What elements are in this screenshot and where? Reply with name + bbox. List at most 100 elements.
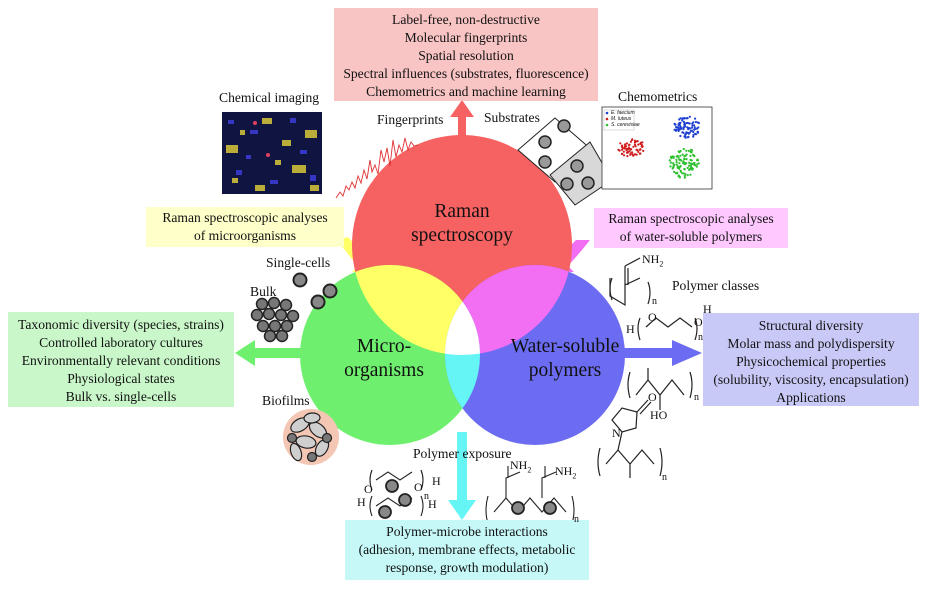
scatter-dot — [678, 122, 681, 125]
scatter-dot — [676, 154, 679, 158]
scatter-dot — [679, 126, 682, 130]
scatter-dot — [673, 128, 676, 131]
scatter-dot — [690, 159, 693, 162]
raman-feature-3: Spatial resolution — [418, 48, 514, 63]
polymer-feature-3: Physicochemical properties — [736, 354, 886, 369]
micro-feature-5: Bulk vs. single-cells — [65, 389, 177, 404]
scatter-dot — [690, 164, 693, 167]
polymer-feature-4: (solubility, viscosity, encapsulation) — [713, 372, 909, 387]
scatter-dot — [678, 128, 681, 131]
scatter-dot — [637, 150, 640, 153]
pva-n: n — [694, 392, 699, 403]
scatter-points — [617, 115, 701, 179]
polymer-feature-1: Structural diversity — [758, 318, 864, 333]
chemical-imaging-image — [222, 112, 322, 194]
fingerprints-label: Fingerprints — [377, 112, 444, 127]
scatter-dot — [687, 164, 691, 167]
scatter-dot — [685, 158, 688, 161]
peg-n: n — [698, 332, 703, 343]
raman-micro-box: Raman spectroscopic analyses of microorg… — [146, 207, 344, 247]
scatter-dot — [675, 126, 678, 129]
scatter-dot — [673, 170, 676, 173]
interaction-feature-1: Polymer-microbe interactions — [386, 524, 548, 539]
scatter-dot — [692, 130, 695, 134]
scatter-dot — [683, 168, 686, 171]
exposure-h-1: H — [432, 474, 441, 488]
interaction-feature-3: response, growth modulation) — [385, 560, 549, 575]
scatter-dot — [696, 163, 699, 166]
scatter-dot — [635, 148, 638, 151]
exposure-o-1: O — [414, 480, 423, 494]
exposure-h-3: H — [357, 495, 366, 509]
peg-o: O — [648, 310, 657, 324]
scatter-dot — [635, 140, 638, 143]
scatter-dot — [690, 126, 694, 129]
scatter-dot — [669, 165, 672, 168]
micro-feature-1: Taxonomic diversity (species, strains) — [18, 317, 224, 332]
scatter-dot — [675, 158, 678, 161]
micro-feature-3: Environmentally relevant conditions — [21, 353, 221, 368]
scatter-dot — [682, 131, 685, 134]
pvp-n-atom: N — [612, 426, 621, 440]
venn-diagram — [300, 135, 625, 445]
raman-feature-5: Chemometrics and machine learning — [366, 84, 566, 99]
scatter-dot — [640, 143, 643, 146]
scatter-dot — [683, 176, 687, 179]
scatter-dot — [678, 165, 681, 169]
raman-features-box: Label-free, non-destructive Molecular fi… — [334, 8, 598, 101]
scatter-dot — [619, 142, 622, 145]
raman-feature-2: Molecular fingerprints — [404, 30, 528, 45]
scatter-dot — [683, 117, 687, 120]
scatter-dot — [626, 155, 629, 158]
scatter-dot — [672, 162, 675, 165]
scatter-dot — [631, 138, 634, 141]
biofilm-illustration — [283, 409, 339, 465]
substrates-illustration — [517, 117, 613, 206]
scatter-dot — [678, 118, 681, 121]
polymer-exposure-structures — [369, 466, 575, 525]
scatter-dot — [685, 162, 688, 165]
scatter-dot — [625, 142, 629, 145]
scatter-dot — [692, 121, 695, 124]
micro-feature-4: Physiological states — [67, 371, 175, 386]
scatter-dot — [675, 128, 678, 131]
peg-h-left: H — [626, 322, 635, 336]
scatter-dot — [625, 147, 628, 150]
scatter-dot — [628, 150, 631, 153]
scatter-dot — [626, 151, 630, 154]
polymer-exposure-label: Polymer exposure — [413, 446, 512, 461]
polymer-structures — [597, 257, 698, 478]
scatter-dot — [688, 168, 692, 171]
scatter-dot — [685, 117, 688, 120]
chemometrics-plot — [601, 106, 713, 190]
scatter-dot — [618, 149, 621, 152]
scatter-dot — [695, 165, 698, 168]
scatter-dot — [678, 151, 681, 154]
exposure-o-2: O — [364, 482, 373, 496]
single-cells-illustration — [292, 272, 338, 310]
exposure-n-1: n — [424, 491, 429, 502]
polymer-feature-2: Molar mass and polydispersity — [727, 336, 895, 351]
micro-circle-title: Micro- organisms — [344, 336, 424, 381]
scatter-dot — [637, 143, 640, 146]
scatter-dot — [642, 149, 645, 152]
scatter-dot — [678, 158, 682, 161]
scatter-dot — [685, 149, 688, 152]
scatter-dot — [668, 159, 671, 162]
scatter-dot — [693, 126, 696, 129]
raman-micro-line-2: of microorganisms — [193, 228, 297, 243]
scatter-dot — [625, 149, 628, 152]
acrylamide-n: n — [652, 296, 657, 307]
scatter-dot — [631, 153, 634, 156]
legend-entry-1: E. faecium — [611, 110, 635, 116]
chemometrics-label: Chemometrics — [618, 89, 698, 104]
scatter-dot — [682, 126, 686, 129]
raman-micro-line-1: Raman spectroscopic analyses — [162, 210, 328, 225]
scatter-dot — [670, 157, 673, 160]
scatter-dot — [671, 167, 674, 170]
scatter-dot — [641, 141, 644, 144]
scatter-dot — [621, 152, 624, 156]
microorganism-features-box: Taxonomic diversity (species, strains) C… — [8, 312, 234, 407]
interaction-feature-2: (adhesion, membrane effects, metabolic — [358, 542, 576, 557]
